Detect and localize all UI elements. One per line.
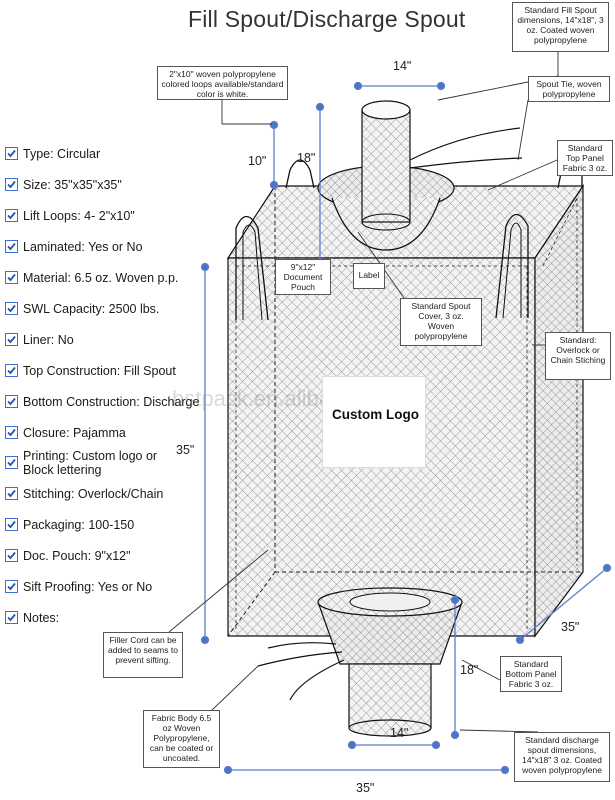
custom-logo-box bbox=[322, 376, 426, 468]
checkbox-checked-icon[interactable] bbox=[5, 426, 18, 439]
spec-text: Notes: bbox=[23, 611, 60, 625]
checkbox-checked-icon[interactable] bbox=[5, 147, 18, 160]
lift-loop-front-left bbox=[235, 215, 269, 321]
spec-text: Closure: Pajamma bbox=[23, 426, 126, 440]
spec-text: Packaging: 100-150 bbox=[23, 518, 135, 532]
spec-item: Doc. Pouch: 9"x12" bbox=[5, 549, 131, 563]
spec-text: Material: 6.5 oz. Woven p.p. bbox=[23, 271, 179, 285]
dim-bottom-spout-height: 18" bbox=[460, 663, 479, 677]
checkbox-checked-icon[interactable] bbox=[5, 518, 18, 531]
callout-discharge-spout: Standard discharge spout dimensions, 14"… bbox=[514, 732, 610, 782]
discharge-spout bbox=[348, 663, 432, 729]
spec-item: Stitching: Overlock/Chain bbox=[5, 487, 163, 501]
checkbox-checked-icon[interactable] bbox=[5, 611, 18, 624]
spec-item: Liner: No bbox=[5, 333, 74, 347]
custom-logo-label: Custom Logo bbox=[332, 407, 419, 422]
spec-item: Laminated: Yes or No bbox=[5, 240, 143, 254]
side-panel bbox=[534, 184, 584, 638]
spec-text: Size: 35"x35"x35" bbox=[23, 178, 122, 192]
checkbox-checked-icon[interactable] bbox=[5, 487, 18, 500]
spec-item: Printing: Custom logo or Block lettering bbox=[5, 449, 157, 477]
diagram-title: Fill Spout/Discharge Spout bbox=[188, 6, 466, 32]
checkbox-checked-icon[interactable] bbox=[5, 209, 18, 222]
checkbox-checked-icon[interactable] bbox=[5, 364, 18, 377]
fill-spout bbox=[361, 109, 411, 223]
checkbox-checked-icon[interactable] bbox=[5, 333, 18, 346]
callout-bottom-panel: Standard Bottom Panel Fabric 3 oz. bbox=[500, 656, 562, 692]
checkbox-checked-icon[interactable] bbox=[5, 580, 18, 593]
checkbox-checked-icon[interactable] bbox=[5, 302, 18, 315]
spec-text: Bottom Construction: Discharge bbox=[23, 395, 200, 409]
callout-overlock-stitching: Standard: Overlock or Chain Stiching bbox=[545, 332, 611, 380]
spec-text-line2: Block lettering bbox=[23, 463, 102, 477]
spec-text: Type: Circular bbox=[23, 147, 101, 161]
callout-spout-cover: Standard Spout Cover, 3 oz. Woven polypr… bbox=[400, 298, 482, 346]
spec-item: Bottom Construction: Discharge bbox=[5, 395, 199, 409]
checkbox-checked-icon[interactable] bbox=[5, 271, 18, 284]
callout-spout-tie: Spout Tie, woven polypropylene bbox=[528, 76, 610, 102]
spec-item: Material: 6.5 oz. Woven p.p. bbox=[5, 271, 178, 285]
callout-filler-cord: Filler Cord can be added to seams to pre… bbox=[103, 632, 183, 678]
spec-item: Size: 35"x35"x35" bbox=[5, 178, 122, 192]
callout-fill-spout: Standard Fill Spout dimensions, 14"x18",… bbox=[512, 2, 609, 52]
lift-loop-front-right bbox=[495, 213, 529, 319]
lift-loop-back-left bbox=[285, 159, 315, 189]
spec-text: Liner: No bbox=[23, 333, 74, 347]
spec-text: SWL Capacity: 2500 lbs. bbox=[23, 302, 160, 316]
checkbox-checked-icon[interactable] bbox=[5, 178, 18, 191]
spec-item: Sift Proofing: Yes or No bbox=[5, 580, 152, 594]
dim-loop-height: 10" bbox=[248, 154, 267, 168]
dim-bag-depth: 35" bbox=[561, 620, 580, 634]
spec-item: Lift Loops: 4- 2"x10" bbox=[5, 209, 135, 223]
dim-top-spout-width: 14" bbox=[393, 59, 412, 73]
spec-text: Laminated: Yes or No bbox=[23, 240, 143, 254]
checkbox-checked-icon[interactable] bbox=[5, 240, 18, 253]
callout-lift-loops: 2"x10" woven polypropylene colored loops… bbox=[157, 66, 288, 100]
spec-text: Top Construction: Fill Spout bbox=[23, 364, 176, 378]
dim-top-spout-height: 18" bbox=[297, 151, 316, 165]
callout-label: Label bbox=[353, 263, 385, 289]
spec-item: SWL Capacity: 2500 lbs. bbox=[5, 302, 159, 316]
dim-bottom-spout-width: 14" bbox=[390, 726, 409, 740]
spec-item: Packaging: 100-150 bbox=[5, 518, 134, 532]
dim-bag-height: 35" bbox=[176, 443, 195, 457]
spec-text: Doc. Pouch: 9"x12" bbox=[23, 549, 131, 563]
spec-text: Stitching: Overlock/Chain bbox=[23, 487, 164, 501]
checkbox-checked-icon[interactable] bbox=[5, 456, 18, 469]
spec-item: Notes: bbox=[5, 611, 59, 625]
spec-text: Printing: Custom logo or Block lettering bbox=[23, 449, 157, 477]
callout-top-panel: Standard Top Panel Fabric 3 oz. bbox=[557, 140, 613, 176]
callout-document-pouch: 9"x12" Document Pouch bbox=[275, 259, 331, 295]
dim-bag-width: 35" bbox=[356, 781, 375, 795]
spec-text-line1: Printing: Custom logo or bbox=[23, 449, 158, 463]
spec-text: Sift Proofing: Yes or No bbox=[23, 580, 153, 594]
checkbox-checked-icon[interactable] bbox=[5, 549, 18, 562]
spec-item: Top Construction: Fill Spout bbox=[5, 364, 176, 378]
callout-fabric-body: Fabric Body 6.5 oz Woven Polypropylene, … bbox=[143, 710, 220, 768]
spec-item: Type: Circular bbox=[5, 147, 100, 161]
spec-item: Closure: Pajamma bbox=[5, 426, 126, 440]
checkbox-checked-icon[interactable] bbox=[5, 395, 18, 408]
spec-text: Lift Loops: 4- 2"x10" bbox=[23, 209, 135, 223]
